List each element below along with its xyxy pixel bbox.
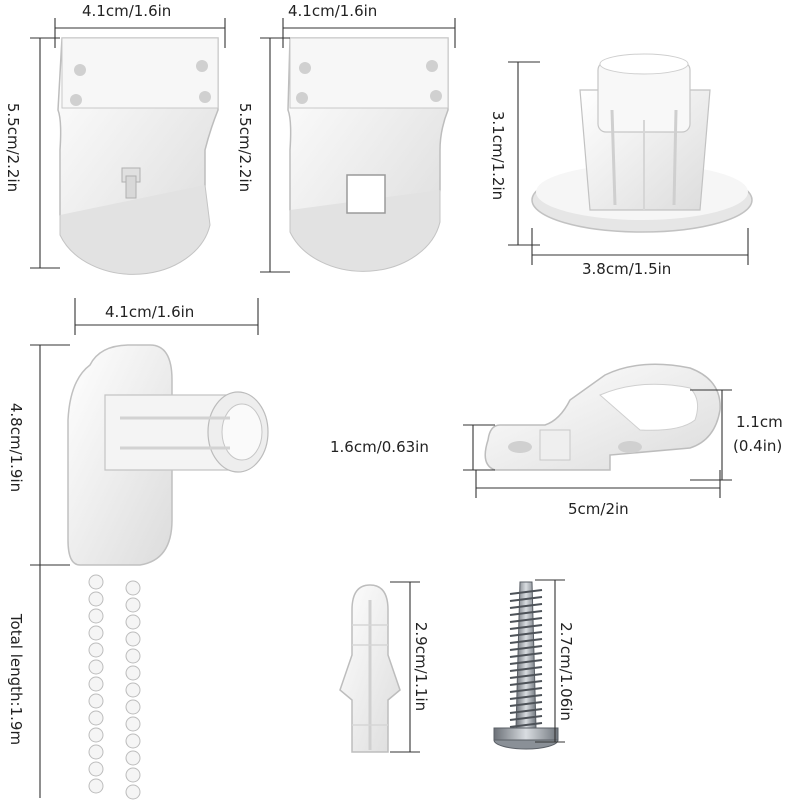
chain-bead — [88, 574, 104, 590]
clip-width-label: 5cm/2in — [568, 500, 629, 518]
screw-thread — [509, 652, 543, 658]
clip-left-height-label: 1.6cm/0.63in — [330, 438, 429, 456]
screw-thread — [509, 617, 543, 623]
screw — [493, 581, 559, 750]
chain-bead — [88, 659, 104, 675]
screw-thread — [509, 659, 543, 665]
chain-bead — [125, 597, 141, 613]
screw-thread — [509, 645, 543, 651]
chain-bead — [125, 648, 141, 664]
chain-bead — [88, 727, 104, 743]
clip-right-height-in-label: (0.4in) — [733, 437, 783, 455]
bracket-b — [287, 37, 449, 272]
chain-bead — [88, 693, 104, 709]
chain-bead — [125, 716, 141, 732]
screw-thread — [509, 666, 543, 672]
screw-thread — [509, 596, 543, 602]
screw-thread — [509, 701, 543, 707]
bracket-a — [57, 37, 219, 275]
screw-thread — [509, 624, 543, 630]
end-plug-height-label: 3.1cm/1.2in — [489, 110, 508, 201]
chain-bead — [125, 580, 141, 596]
clip-right-height-label: 1.1cm — [736, 413, 783, 431]
clutch-width-label: 4.1cm/1.6in — [105, 303, 195, 321]
screw-thread — [509, 708, 543, 714]
screw-thread — [509, 715, 543, 721]
bracket-b-height-label: 5.5cm/2.2in — [236, 102, 255, 193]
chain-length-label: Total length:1.9m — [7, 613, 26, 746]
chain-bead — [125, 699, 141, 715]
end-plug-width-label: 3.8cm/1.5in — [582, 260, 672, 278]
chain-bead — [88, 676, 104, 692]
chain-bead — [125, 733, 141, 749]
chain-bead — [125, 614, 141, 630]
chain-bead — [88, 778, 104, 794]
chain-bead — [88, 608, 104, 624]
chain-bead — [88, 642, 104, 658]
bracket-a-width-label: 4.1cm/1.6in — [82, 2, 172, 20]
bracket-a-height-label: 5.5cm/2.2in — [4, 102, 23, 193]
chain-bead — [125, 665, 141, 681]
screw-thread — [509, 603, 543, 609]
bead-chain — [88, 574, 141, 800]
chain-bead — [125, 631, 141, 647]
chain-bead — [88, 591, 104, 607]
chain-bead — [125, 767, 141, 783]
screw-thread — [509, 631, 543, 637]
chain-bead — [125, 784, 141, 800]
screw-length-label: 2.7cm/1.06in — [556, 622, 575, 721]
screw-thread — [509, 722, 543, 728]
screw-thread — [509, 694, 543, 700]
chain-bead — [125, 750, 141, 766]
dimension-lines — [30, 18, 749, 798]
screw-thread — [509, 687, 543, 693]
screw-thread — [509, 673, 543, 679]
clutch-height-label: 4.8cm/1.9in — [7, 402, 26, 493]
bracket-b-width-label: 4.1cm/1.6in — [288, 2, 378, 20]
wall-anchor — [339, 584, 401, 753]
screw-thread — [509, 610, 543, 616]
screw-thread — [509, 638, 543, 644]
screw-thread — [509, 680, 543, 686]
mounting-clip — [484, 363, 721, 471]
anchor-length-label: 2.9cm/1.1in — [412, 621, 431, 712]
end-plug — [531, 53, 753, 233]
screw-thread — [509, 589, 543, 595]
chain-bead — [125, 682, 141, 698]
clutch-mechanism — [67, 344, 269, 566]
chain-bead — [88, 761, 104, 777]
chain-bead — [88, 744, 104, 760]
chain-bead — [88, 625, 104, 641]
chain-bead — [88, 710, 104, 726]
